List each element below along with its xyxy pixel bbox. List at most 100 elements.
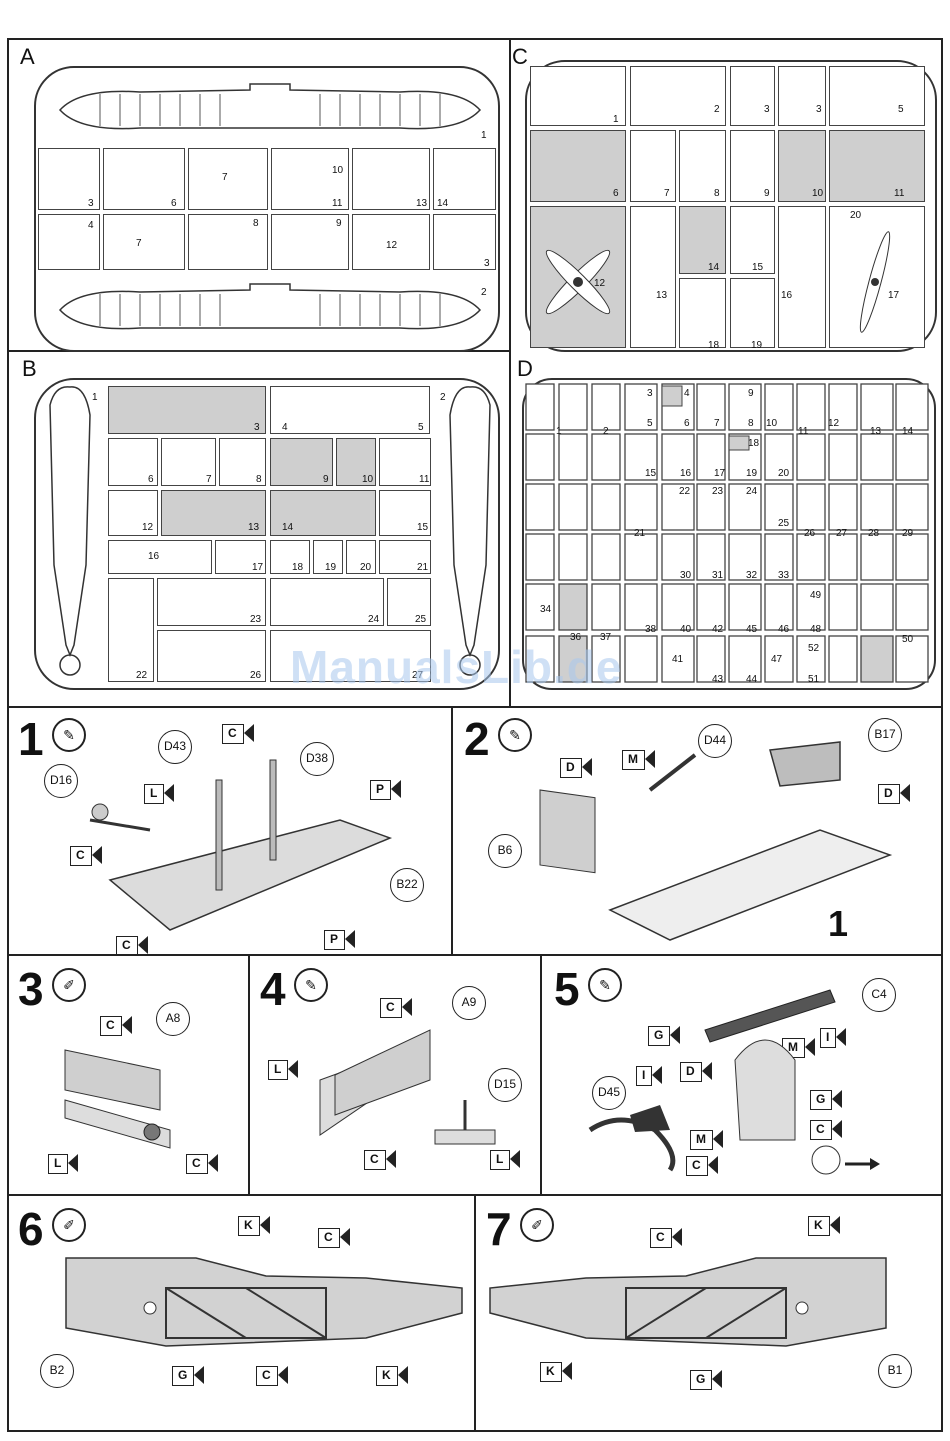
watermark: ManualsLib.de	[290, 641, 623, 693]
paint-code-flag: C	[222, 724, 254, 744]
sprue-d-num: 29	[902, 528, 914, 539]
sprue-b-cell	[387, 578, 431, 626]
sprue-b-cell	[270, 578, 384, 626]
sprue-b-fuselage-left	[49, 386, 91, 676]
paint-code-flag: D	[878, 784, 910, 804]
sprue-c-cell	[730, 130, 775, 202]
sprue-c-cell	[630, 66, 726, 126]
sprue-b-cell	[161, 490, 266, 536]
paint-code-flag: L	[490, 1150, 521, 1170]
sprue-d-num: 27	[836, 528, 848, 539]
sprue-a-cell	[433, 214, 496, 270]
sprue-a-num: 4	[88, 220, 94, 231]
sprue-b-num: 25	[415, 614, 427, 625]
sprue-b-cell	[270, 540, 310, 574]
sprue-b-num: 23	[250, 614, 262, 625]
sprue-a-cell	[103, 148, 185, 210]
sprue-b-cell	[219, 438, 266, 486]
paint-code-flag: C	[70, 846, 102, 866]
sprue-d-num: 48	[810, 624, 822, 635]
paint-code-flag: C	[686, 1156, 718, 1176]
paint-code-flag: M	[690, 1130, 723, 1150]
sprue-a-cell	[352, 148, 430, 210]
part-callout: D43	[158, 730, 192, 764]
sprue-panel-b	[7, 352, 511, 708]
sprue-d-num: 16	[680, 468, 692, 479]
paint-code-flag: G	[172, 1366, 205, 1386]
step-number: 7	[486, 1203, 512, 1255]
propeller-icon	[859, 231, 891, 333]
step-7-panel	[474, 1194, 943, 1432]
paint-code-flag: C	[318, 1228, 350, 1248]
sprue-b-num: 7	[206, 474, 212, 485]
sprue-b-num: 19	[325, 562, 337, 573]
sprue-b-cell	[379, 490, 431, 536]
paint-code-flag: K	[376, 1366, 408, 1386]
sprue-a-letter: A	[20, 44, 35, 69]
part-callout: A9	[452, 986, 486, 1020]
paint-code-flag: G	[690, 1370, 723, 1390]
step-3-drawing	[64, 1049, 171, 1149]
paint-code-flag: C	[186, 1154, 218, 1174]
sprue-c-num: 19	[751, 340, 763, 351]
part-callout: D44	[698, 724, 732, 758]
paint-code-flag: I	[820, 1028, 847, 1048]
sprue-c-num: 18	[708, 340, 720, 351]
sprue-a-cell	[188, 214, 268, 270]
sprue-d-num: 19	[746, 468, 758, 479]
sprue-a-cell	[433, 148, 496, 210]
sprue-d-num: 50	[902, 634, 914, 645]
sprue-d-num: 23	[712, 486, 724, 497]
sprue-a-num: 6	[171, 198, 177, 209]
sprue-a-num: 3	[484, 258, 490, 269]
sprue-a-num: 8	[253, 218, 259, 229]
paint-code-flag: L	[268, 1060, 299, 1080]
sprue-d-num: 9	[748, 388, 754, 399]
sprue-b-cell	[161, 438, 216, 486]
sprue-c-num: 17	[888, 290, 900, 301]
sprue-d-num: 32	[746, 570, 758, 581]
sprue-c-num: 7	[664, 188, 670, 199]
sprue-a-lower-wing	[58, 283, 482, 330]
sprue-b-num: 13	[248, 522, 260, 533]
sprue-d-num: 1	[556, 426, 562, 437]
paint-code-flag: C	[256, 1366, 288, 1386]
sprue-c-cell	[829, 130, 925, 202]
sprue-b-num: 27	[412, 670, 424, 681]
sprue-a-num: 9	[336, 218, 342, 229]
sprue-b-cell	[270, 630, 431, 682]
sprue-b-num: 18	[292, 562, 304, 573]
sprue-a-cell	[188, 148, 268, 210]
sprue-c-num: 11	[894, 188, 905, 199]
sprue-d-num: 51	[808, 674, 820, 685]
sprue-b-num: 15	[417, 522, 429, 533]
sprue-d-num: 28	[868, 528, 880, 539]
sprue-d-num: 12	[828, 418, 840, 429]
step-4-drawing	[319, 1029, 496, 1145]
step-number: 4	[260, 963, 286, 1015]
sprue-a-cell	[38, 148, 100, 210]
paint-icon: ✎	[588, 968, 622, 1002]
part-callout: D15	[488, 1068, 522, 1102]
sprue-d-num: 13	[870, 426, 882, 437]
sprue-c-num: 2	[714, 104, 720, 115]
sprue-b-cell	[108, 540, 212, 574]
part-callout: D45	[592, 1076, 626, 1110]
sprue-c-cell	[829, 66, 925, 126]
sprue-d-num: 15	[645, 468, 657, 479]
paint-code-flag: K	[540, 1362, 572, 1382]
sprue-d-num: 20	[778, 468, 790, 479]
paint-code-flag: D	[560, 758, 592, 778]
sprue-c-cell	[630, 130, 676, 202]
sprue-a-num: 12	[386, 240, 398, 251]
sprue-c-cell	[730, 206, 775, 274]
paint-icon: ✎	[498, 718, 532, 752]
sprue-d-num: 26	[804, 528, 816, 539]
sprue-c-cell	[530, 130, 626, 202]
sprue-b-cell	[215, 540, 266, 574]
sprue-d-num: 46	[778, 624, 790, 635]
sprue-c-cell	[630, 206, 676, 348]
sprue-d-num: 25	[778, 518, 790, 529]
part-callout: D16	[44, 764, 78, 798]
sprue-c-num: 1	[613, 114, 619, 125]
